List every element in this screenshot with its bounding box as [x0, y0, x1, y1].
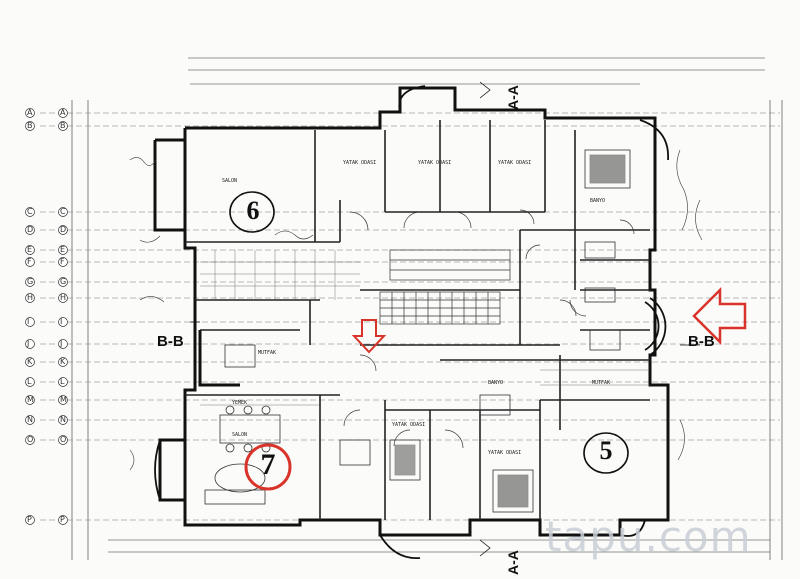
section-label-bb-right: B-B [688, 333, 715, 350]
grid-label-k-0: K [27, 357, 33, 366]
grid-label-h-0: H [27, 293, 34, 302]
room-label-kitchen-2: MUTFAK [592, 380, 611, 386]
grid-label-d-0: D [27, 225, 34, 234]
grid-label-g-1: G [60, 277, 67, 286]
unit-number-6: 6 [246, 196, 260, 225]
room-label-salon-6: SALON [222, 178, 238, 184]
bay-windows [154, 85, 669, 559]
grid-label-h-1: H [60, 293, 67, 302]
grid-label-o-1: O [60, 435, 67, 444]
grid-label-f-1: F [60, 257, 65, 266]
room-label-bedroom-1: YATAK ODASI [343, 160, 377, 166]
room-label-bedroom-3: YATAK ODASI [498, 160, 532, 166]
grid-label-g-0: G [27, 277, 34, 286]
grid-label-m-1: M [60, 395, 67, 404]
grid-label-l-1: L [60, 377, 65, 386]
inner-walls [185, 120, 650, 520]
staircase [379, 249, 511, 325]
grid-label-c-1: C [60, 207, 66, 216]
tile-hatch [200, 250, 650, 406]
section-label-aa-bottom: A-A [505, 550, 521, 575]
grid-label-n-1: N [60, 415, 66, 424]
grid-label-m-0: M [27, 395, 34, 404]
grid-label-j-1: J [60, 339, 63, 348]
entrance-arrow-left [692, 286, 747, 346]
unit-7-circle [244, 443, 292, 491]
dimension-lines [71, 57, 783, 560]
grid-label-o-0: O [27, 435, 34, 444]
grid-label-j-0: J [27, 339, 30, 348]
section-label-bb-left: B-B [157, 333, 184, 350]
watermark-text: tapu.com [545, 512, 752, 561]
room-label-bath-1: BANYO [590, 198, 606, 204]
unit-number-7: 7 [260, 448, 276, 481]
room-label-kitchen-1: MUTFAK [258, 350, 277, 356]
furniture [204, 149, 631, 513]
hand-notes [129, 149, 703, 471]
grid-axes [40, 112, 780, 521]
grid-label-e-1: E [60, 245, 66, 254]
grid-label-n-0: N [27, 415, 33, 424]
section-label-aa-top: A-A [505, 85, 521, 110]
room-label-bedroom-5: YATAK ODASI [392, 422, 426, 428]
grid-label-i-0: I [27, 317, 30, 326]
grid-label-b-1: B [60, 121, 66, 130]
grid-label-a-1: A [60, 108, 66, 117]
grid-label-b-0: B [27, 121, 33, 130]
grid-label-l-0: L [27, 377, 32, 386]
grid-label-i-1: I [60, 317, 63, 326]
room-label-dining: YEMEK [232, 400, 248, 406]
grid-label-p-1: P [60, 515, 65, 524]
grid-label-d-1: D [60, 225, 67, 234]
grid-label-f-0: F [27, 257, 32, 266]
room-label-bedroom-2: YATAK ODASI [418, 160, 452, 166]
entrance-arrow-down [351, 319, 387, 354]
red-annotations [244, 286, 747, 491]
room-label-bedroom-4: YATAK ODASI [488, 450, 522, 456]
outer-walls [153, 86, 670, 537]
section-markers [190, 81, 700, 557]
unit-marker-circles [229, 191, 629, 474]
grid-label-c-0: C [27, 207, 33, 216]
grid-label-e-0: E [27, 245, 33, 254]
room-label-salon-7: SALON [232, 432, 248, 438]
room-label-bath-2: BANYO [488, 380, 504, 386]
unit-number-5: 5 [599, 436, 613, 465]
door-swings [343, 209, 635, 449]
grid-label-p-0: P [27, 515, 32, 524]
grid-bubbles [25, 108, 68, 525]
grid-label-a-0: A [27, 108, 33, 117]
grid-label-k-1: K [60, 357, 66, 366]
